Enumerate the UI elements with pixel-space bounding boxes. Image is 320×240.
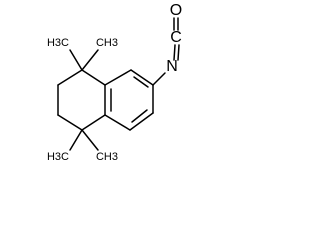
bond-ar-double-1 [133,76,149,88]
methyl-top-left-label: H3C [47,37,69,49]
molecule-canvas: O C N H3C CH3 H3C CH3 [46,2,183,163]
molecule-structure: O C N H3C CH3 H3C CH3 [47,2,182,163]
bond-sat-5 [81,114,106,131]
bond-n-c-b [177,44,180,61]
bond-sat-2 [57,69,83,86]
bond-ar-1 [104,69,132,86]
atom-carbon: C [170,29,182,46]
bond-ar-2 [130,69,154,86]
bond-ring-n [152,72,166,86]
bond-ar-5 [104,114,131,131]
bond-methyl-top-right [81,49,99,71]
bond-sat-1 [81,69,106,86]
methyl-bottom-left-label: H3C [47,151,69,163]
bond-methyl-bottom-left [69,129,83,151]
bond-ar-double-2 [131,109,148,123]
methyl-bottom-right-label: CH3 [96,151,118,163]
bond-n-c-a [173,44,176,61]
methyl-top-right-label: CH3 [96,37,118,49]
bond-methyl-bottom-right [81,129,99,151]
bond-ar-4 [129,112,154,131]
atom-nitrogen: N [166,58,178,75]
atom-oxygen: O [170,2,182,19]
bond-methyl-top-left [69,49,83,71]
bond-sat-4 [57,114,83,131]
